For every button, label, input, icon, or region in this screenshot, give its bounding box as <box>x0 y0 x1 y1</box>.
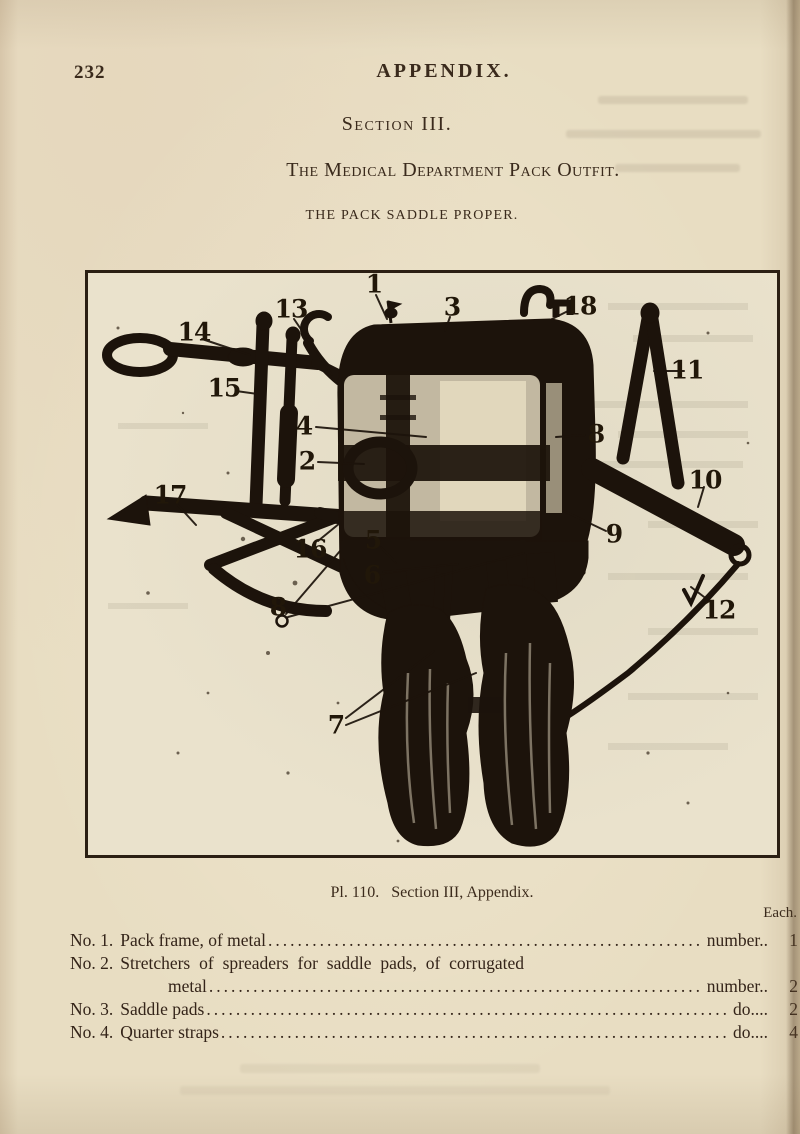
each-column-header: Each. <box>763 905 797 921</box>
pack-saddle-illustration <box>102 284 758 847</box>
figure-number-label: 16 <box>293 534 328 564</box>
figure-number-label: 3 <box>443 292 461 322</box>
figure-number-label: 4 <box>295 411 313 441</box>
figure-number-label: 15 <box>207 373 242 403</box>
item-name: Quarter straps <box>120 1022 219 1042</box>
item-name: Stretchers of spreaders for saddle pads,… <box>120 953 524 973</box>
list-item: No. 3. Saddle pads do.... 2 <box>70 998 798 1021</box>
figure-number-label: 11 <box>670 355 705 385</box>
figure-subtitle: THE PACK SADDLE PROPER. <box>305 208 519 223</box>
parts-list: No. 1. Pack frame, of metal number.. 1 N… <box>70 929 798 1044</box>
dot-leader <box>268 929 704 952</box>
figure-number-label: 5 <box>364 525 382 555</box>
figure-number-label: 2 <box>298 446 316 476</box>
bleed-through-smudge <box>566 130 761 138</box>
dot-leader <box>209 975 704 998</box>
figure-number-label: 8 <box>587 419 605 449</box>
figure-number-label: 12 <box>702 595 737 625</box>
dot-leader <box>206 998 730 1021</box>
running-head: APPENDIX. <box>376 60 512 82</box>
bleed-through-smudge <box>180 1086 610 1095</box>
figure-number-label: 9 <box>605 519 623 549</box>
item-unit: number.. <box>706 976 768 996</box>
item-name: Pack frame, of metal <box>120 930 267 950</box>
figure-number-label: 17 <box>153 480 188 510</box>
figure-number-label: 18 <box>563 291 598 321</box>
list-item: No. 1. Pack frame, of metal number.. 1 <box>70 929 798 952</box>
list-item-wrap: metal number.. 2 <box>70 975 798 998</box>
figure-number-label: 8 <box>269 592 287 622</box>
item-unit: do.... <box>733 1022 768 1042</box>
item-number: No. 2. <box>70 953 114 973</box>
item-quantity: 4 <box>778 1021 798 1044</box>
item-number: No. 4. <box>70 1022 114 1042</box>
figure-number-label: 7 <box>327 710 345 740</box>
figure-caption: Pl. 110. Section III, Appendix. <box>330 884 534 901</box>
list-item: No. 4. Quarter straps do.... 4 <box>70 1021 798 1044</box>
item-unit: do.... <box>733 999 768 1019</box>
bleed-through-smudge <box>240 1064 540 1073</box>
section-heading: Section III. <box>341 113 453 135</box>
page-edge-shadow <box>786 0 800 1134</box>
item-name: Saddle pads <box>120 999 205 1019</box>
bleed-through-smudge <box>615 164 740 172</box>
item-quantity: 2 <box>778 975 798 998</box>
figure-number-label: 1 <box>365 269 383 299</box>
dot-leader <box>221 1021 730 1044</box>
chapter-title: The Medical Department Pack Outfit. <box>286 159 620 181</box>
item-number: No. 1. <box>70 930 114 950</box>
figure-number-label: 10 <box>688 465 723 495</box>
figure-number-label: 13 <box>274 294 309 324</box>
item-name-continued: metal <box>168 976 207 996</box>
bleed-through-smudge <box>598 96 748 104</box>
item-quantity: 2 <box>778 998 798 1021</box>
item-quantity: 1 <box>778 929 798 952</box>
item-unit: number.. <box>706 930 768 950</box>
figure-number-label: 14 <box>177 317 212 347</box>
item-number: No. 3. <box>70 999 114 1019</box>
figure-number-label: 6 <box>363 560 381 590</box>
list-item: No. 2. Stretchers of spreaders for saddl… <box>70 952 798 975</box>
page-number: 232 <box>74 62 106 83</box>
